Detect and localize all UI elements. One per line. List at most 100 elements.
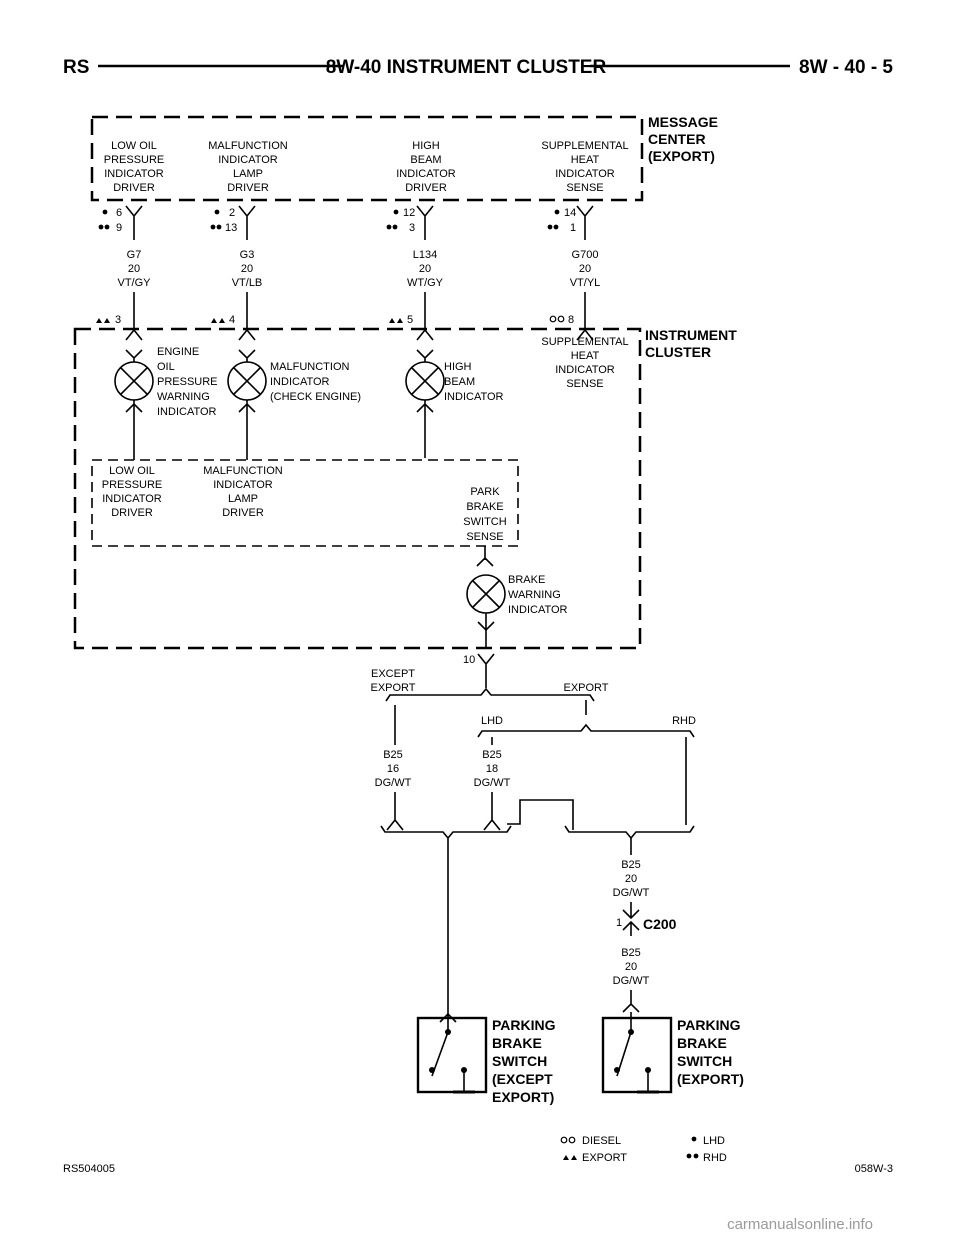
brake-warning-lamp [466,546,506,648]
svg-text:MALFUNCTION: MALFUNCTION [270,361,350,373]
svg-text:EXPORT: EXPORT [582,1152,627,1164]
lower-wire-labels: B25 16 DG/WT B25 18 DG/WT [375,749,511,789]
svg-text:SWITCH: SWITCH [677,1053,732,1069]
svg-text:B25: B25 [621,859,641,871]
svg-text:INDICATOR: INDICATOR [444,391,504,403]
malfunction-lamp-label: MALFUNCTION INDICATOR (CHECK ENGINE) [270,361,361,403]
svg-text:3: 3 [409,222,415,234]
svg-text:3: 3 [115,314,121,326]
figure-code: RS504005 [63,1163,115,1175]
svg-text:PRESSURE: PRESSURE [102,479,163,491]
svg-text:VT/YL: VT/YL [570,277,601,289]
svg-text:HEAT: HEAT [571,154,600,166]
figure-ref: 058W-3 [855,1163,893,1175]
inner-low-oil-driver-label: LOW OIL PRESSURE INDICATOR DRIVER [102,465,163,519]
svg-text:INDICATOR: INDICATOR [555,364,615,376]
parking-brake-switch-except-export-label: PARKING BRAKE SWITCH (EXCEPT EXPORT) [492,1017,556,1105]
svg-text:G3: G3 [240,249,255,261]
parking-brake-switch-except-export [416,1012,488,1094]
svg-text:G7: G7 [127,249,142,261]
svg-text:INDICATOR: INDICATOR [157,406,217,418]
svg-text:OIL: OIL [157,361,175,373]
svg-text:B25: B25 [621,947,641,959]
svg-text:8: 8 [568,314,574,326]
page-title: 8W-40 INSTRUMENT CLUSTER [326,57,607,78]
cluster-pin-10: 10 [463,653,495,688]
c200-connector [622,902,640,1013]
svg-text:20: 20 [579,263,591,275]
svg-text:G700: G700 [572,249,599,261]
svg-text:LOW OIL: LOW OIL [109,465,155,477]
svg-text:INDICATOR: INDICATOR [102,493,162,505]
c200-labels: B25 20 DG/WT 1 C200 B25 20 DG/WT [613,859,677,987]
svg-text:PARKING: PARKING [492,1017,556,1033]
message-center-border [90,115,644,202]
svg-text:BRAKE: BRAKE [492,1035,542,1051]
svg-text:10: 10 [463,654,475,666]
svg-text:SUPPLEMENTAL: SUPPLEMENTAL [541,336,628,348]
svg-text:HEAT: HEAT [571,350,600,362]
svg-text:HIGH: HIGH [444,361,472,373]
export-split: EXCEPT EXPORT EXPORT [370,668,609,745]
svg-text:(EXPORT): (EXPORT) [648,148,715,164]
svg-text:LHD: LHD [481,715,503,727]
svg-text:B25: B25 [482,749,502,761]
section-code: RS [63,57,89,78]
cluster-pin-labels: 3 4 5 8 [96,314,574,326]
mc-terminal-forks [125,205,594,240]
svg-text:12: 12 [403,207,415,219]
svg-text:RHD: RHD [672,715,696,727]
svg-text:DG/WT: DG/WT [613,975,650,987]
legend: DIESEL EXPORT LHD RHD [560,1135,727,1164]
svg-text:SWITCH: SWITCH [492,1053,547,1069]
parking-brake-switch-export [601,1012,673,1094]
page-number: 8W - 40 - 5 [799,57,893,78]
svg-text:RHD: RHD [703,1152,727,1164]
svg-text:MALFUNCTION: MALFUNCTION [208,140,288,152]
svg-text:5: 5 [407,314,413,326]
svg-text:HIGH: HIGH [412,140,440,152]
svg-text:LOW OIL: LOW OIL [111,140,157,152]
svg-text:18: 18 [486,763,498,775]
svg-text:DRIVER: DRIVER [405,182,447,194]
instrument-cluster-label: INSTRUMENT CLUSTER [645,327,737,360]
svg-text:EXPORT: EXPORT [370,682,415,694]
engine-oil-lamp [114,349,154,460]
svg-text:SENSE: SENSE [566,378,603,390]
svg-text:14: 14 [564,207,576,219]
svg-text:DG/WT: DG/WT [375,777,412,789]
cluster-entry-forks [125,318,594,341]
engine-oil-lamp-label: ENGINE OIL PRESSURE WARNING INDICATOR [157,346,218,418]
svg-text:DRIVER: DRIVER [113,182,155,194]
svg-text:DRIVER: DRIVER [222,507,264,519]
svg-text:20: 20 [625,961,637,973]
svg-text:6: 6 [116,207,122,219]
svg-text:WARNING: WARNING [508,589,561,601]
svg-text:9: 9 [116,222,122,234]
svg-text:(CHECK ENGINE): (CHECK ENGINE) [270,391,361,403]
svg-text:INDICATOR: INDICATOR [396,168,456,180]
svg-text:SWITCH: SWITCH [463,516,506,528]
park-brake-sense-label: PARK BRAKE SWITCH SENSE [463,486,506,543]
mc-pin-labels: 6 9 2 13 12 3 14 1 [98,207,576,234]
svg-text:(EXCEPT: (EXCEPT [492,1071,553,1087]
high-beam-lamp-label: HIGH BEAM INDICATOR [444,361,504,403]
svg-text:BEAM: BEAM [410,154,441,166]
svg-text:WARNING: WARNING [157,391,210,403]
svg-text:BRAKE: BRAKE [466,501,503,513]
svg-text:INDICATOR: INDICATOR [270,376,330,388]
svg-text:20: 20 [128,263,140,275]
svg-text:INDICATOR: INDICATOR [213,479,273,491]
svg-text:20: 20 [241,263,253,275]
svg-text:EXPORT: EXPORT [563,682,608,694]
svg-text:INDICATOR: INDICATOR [555,168,615,180]
svg-text:LAMP: LAMP [233,168,263,180]
svg-text:PRESSURE: PRESSURE [104,154,165,166]
svg-text:LAMP: LAMP [228,493,258,505]
svg-text:PARK: PARK [470,486,500,498]
svg-text:VT/GY: VT/GY [117,277,151,289]
svg-text:INDICATOR: INDICATOR [508,604,568,616]
svg-text:L134: L134 [413,249,437,261]
svg-text:(EXPORT): (EXPORT) [677,1071,744,1087]
